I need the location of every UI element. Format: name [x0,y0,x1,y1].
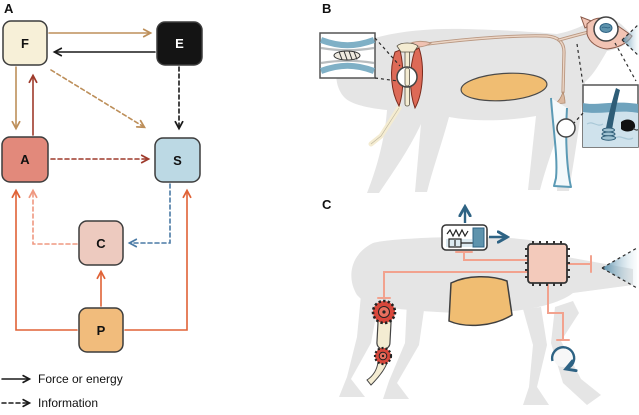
touch-receptor [621,119,636,132]
node-e-label: E [175,36,184,51]
brain-icon [599,23,613,33]
spring-symbol [446,228,469,238]
legend-force-label: Force or energy [38,372,123,386]
diagram-nodes [1,20,203,353]
diagram-node-labels: F E A S C P [20,36,184,338]
edge-p-to-s [124,188,192,331]
spring-damper-actuator-icon [441,208,506,251]
diagram-edges [11,28,192,331]
connection-lines [377,251,592,341]
node-s-box [154,137,201,183]
node-f-label: F [21,36,29,51]
leg-gear-motor-icon [366,299,397,386]
node-e-box [156,21,203,66]
rotation-arrow-icon [550,346,574,368]
inset-connector-dash [374,37,401,67]
node-c-label: C [96,236,106,251]
inset-connector-dash [573,112,584,124]
edge-f-to-s-dashed [50,69,147,129]
node-s-label: S [173,153,182,168]
animal-silhouette [336,17,633,193]
node-a-label: A [20,152,30,167]
processor-chip-icon [525,241,570,286]
skin-hair-follicle-inset [573,42,639,148]
inset-connector-dash [374,77,399,82]
nerve-end-tip [554,90,566,105]
edge-c-to-a-dashed [28,188,78,245]
inset-connector-dash [614,42,637,82]
edge-p-to-a [11,188,78,331]
legend: Force or energy Information [1,372,123,410]
robot-front-leg [523,307,549,405]
muscle-spindle [333,50,361,61]
battery-icon [448,276,513,327]
node-p-box [78,307,124,353]
brain-magnifier-circle [593,16,619,42]
panel-b-biological-animal: B [319,1,639,193]
camera-vision-cone [601,247,638,289]
edge-s-to-c-dashed [127,183,171,248]
inset-connector-dash [576,43,584,85]
robot-rear-leg [339,295,379,397]
node-c-box [78,220,124,266]
panel-c-label: C [322,197,332,212]
panel-a-block-diagram: A F E A S [1,1,203,410]
panel-b-label: B [322,1,331,16]
piston-block [472,227,485,248]
gut-organ-oval [460,72,548,102]
hindlimb-muscle-icon [368,42,423,147]
skin-magnifier-circle [556,118,576,138]
pelvis-bone [396,42,419,53]
panel-c-robot: C [322,197,638,405]
muscle-fiber-inset [319,32,401,82]
node-f-box [2,20,48,66]
node-p-label: P [97,323,106,338]
legend-information-label: Information [38,396,98,410]
hair-shaft [606,88,620,130]
panel-a-label: A [4,1,14,16]
robot-foot [366,361,388,386]
node-a-box [1,136,49,183]
robot-rear-leg [383,301,425,399]
vision-cone [621,23,639,57]
